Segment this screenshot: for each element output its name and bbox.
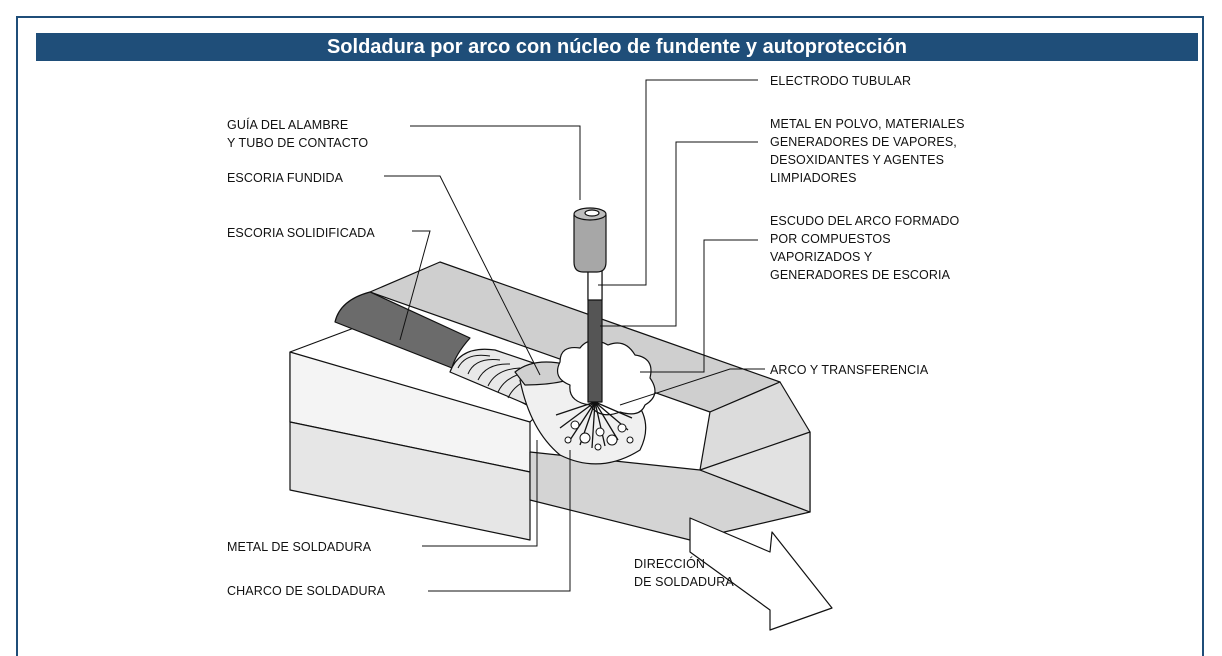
label-arc-shield: ESCUDO DEL ARCO FORMADO POR COMPUESTOS V… xyxy=(770,214,960,282)
label-weld-pool: CHARCO DE SOLDADURA xyxy=(227,584,386,598)
contact-tube xyxy=(573,214,607,273)
workpiece-right-side xyxy=(699,431,811,513)
workpiece-lower-right xyxy=(529,451,811,541)
label-weld-metal: METAL DE SOLDADURA xyxy=(227,540,372,554)
label-welding-direction: DIRECCIÓN DE SOLDADURA xyxy=(634,557,734,589)
workpiece-front-bottom xyxy=(289,421,531,541)
welding-diagram xyxy=(289,79,833,631)
label-arc-transfer: ARCO Y TRANSFERENCIA xyxy=(770,363,929,377)
figure-title: Soldadura por arco con núcleo de fundent… xyxy=(36,33,1198,61)
direction-arrow xyxy=(689,517,833,631)
figure-frame xyxy=(16,16,1204,656)
droplets xyxy=(564,420,634,451)
label-tubular-electrode: ELECTRODO TUBULAR xyxy=(770,74,912,88)
label-powder-metal: METAL EN POLVO, MATERIALES GENERADORES D… xyxy=(770,117,965,185)
label-molten-slag: ESCORIA FUNDIDA xyxy=(227,171,344,185)
label-solidified-slag: ESCORIA SOLIDIFICADA xyxy=(227,226,375,240)
arc-rays xyxy=(555,401,633,449)
label-wire-guide: GUÍA DEL ALAMBRE Y TUBO DE CONTACTO xyxy=(227,118,369,150)
